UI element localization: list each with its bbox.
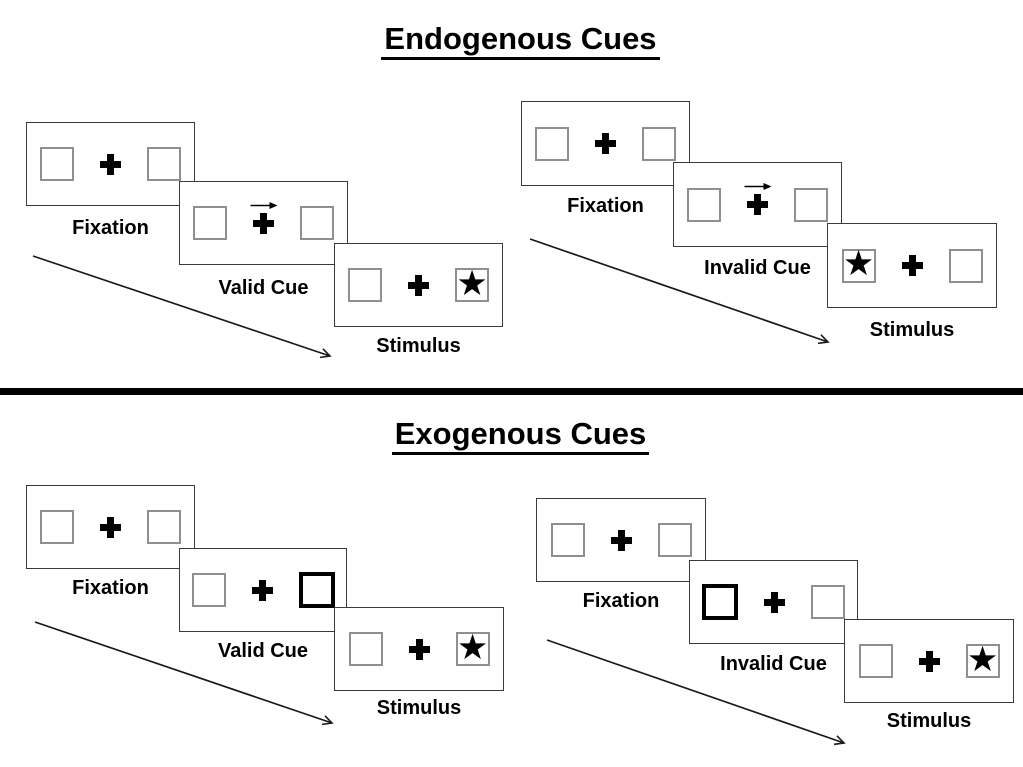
panel-label: Valid Cue — [217, 640, 309, 662]
panel-label: Valid Cue — [218, 277, 309, 299]
panel-stimulus: ★ — [844, 619, 1014, 703]
fixation-cross-icon — [918, 650, 940, 672]
panel-label: Stimulus — [376, 335, 461, 357]
fixation-cross-icon — [747, 194, 768, 215]
fixation-cross-icon — [595, 133, 616, 154]
panel-label: Fixation — [72, 577, 149, 599]
left-box — [858, 644, 893, 678]
right-box: ★ — [455, 627, 490, 668]
panel-fixation — [26, 485, 195, 569]
timeline-arrow — [546, 639, 846, 746]
right-box — [794, 187, 828, 222]
left-box — [40, 510, 74, 544]
left-box: ★ — [841, 244, 876, 284]
star-icon: ★ — [842, 244, 875, 284]
left-box — [191, 573, 226, 607]
left-box — [687, 187, 721, 222]
right-box: ★ — [455, 263, 489, 304]
panel-label: Fixation — [72, 217, 149, 239]
timeline-arrow — [34, 621, 334, 726]
left-box — [40, 147, 74, 181]
right-box — [811, 585, 845, 619]
left-box — [535, 126, 569, 161]
panel-valid-cue — [179, 548, 347, 632]
left-box-highlight-cue — [702, 584, 738, 620]
fixation-cross-icon — [100, 516, 121, 538]
right-box — [948, 248, 983, 283]
left-box — [348, 268, 382, 302]
panel-label: Stimulus — [376, 697, 462, 719]
left-box — [348, 632, 383, 666]
right-box — [300, 206, 334, 240]
panel-fixation — [26, 122, 195, 206]
right-box — [147, 147, 181, 181]
fixation-cross-icon — [901, 255, 923, 276]
right-box — [642, 126, 676, 161]
panel-label: Stimulus — [886, 710, 972, 732]
panel-stimulus: ★ — [334, 243, 503, 327]
fixation-cross-icon — [100, 153, 121, 175]
fixation-cross-icon — [610, 529, 632, 551]
fixation-cross-icon — [251, 579, 273, 601]
panel-label: Invalid Cue — [720, 653, 827, 675]
cue-direction-arrow-icon — [250, 201, 277, 209]
timeline-arrow — [529, 238, 830, 345]
fixation-cross-icon — [408, 274, 429, 296]
section-title-endogenous: Endogenous Cues — [18, 22, 1023, 60]
panel-invalid-cue — [673, 162, 842, 247]
fixation-cross-icon — [764, 591, 785, 613]
panel-invalid-cue — [689, 560, 858, 644]
panel-stimulus: ★ — [334, 607, 504, 691]
panel-label: Stimulus — [869, 319, 955, 341]
right-box-highlight-cue — [298, 572, 335, 608]
section-title-exogenous: Exogenous Cues — [18, 417, 1023, 455]
left-box — [550, 523, 585, 557]
section-divider — [0, 388, 1023, 395]
panel-valid-cue — [179, 181, 348, 265]
left-box — [193, 206, 227, 240]
cue-direction-arrow-icon — [744, 183, 771, 190]
star-icon: ★ — [456, 627, 489, 668]
panel-stimulus: ★ — [827, 223, 997, 308]
panel-fixation — [521, 101, 690, 186]
panel-label: Fixation — [582, 590, 660, 612]
panel-label: Invalid Cue — [704, 257, 811, 279]
star-icon: ★ — [966, 639, 999, 680]
right-box — [147, 510, 181, 544]
panel-label: Fixation — [567, 195, 644, 217]
star-icon: ★ — [456, 263, 488, 304]
fixation-cross-icon — [408, 638, 430, 660]
panel-fixation — [536, 498, 706, 582]
timeline-arrow — [32, 255, 332, 359]
fixation-cross-icon — [253, 212, 274, 234]
right-box: ★ — [965, 639, 1000, 680]
right-box — [657, 523, 692, 557]
